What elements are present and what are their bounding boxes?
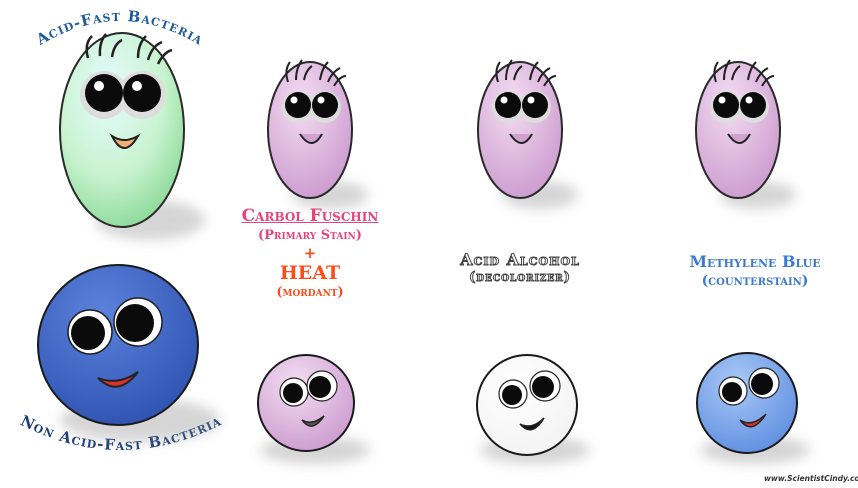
non-acid-fast-bacterium-initial [38,265,220,442]
methylene-blue-step-label: Methylene Blue (counterstain) [670,254,840,288]
decolorizer-role: (decolorizer) [420,271,620,285]
primary-stain-role: (Primary Stain) [230,229,390,243]
acid-fast-after-acid-alcohol [478,60,578,209]
carbol-fuschin-step-label: Carbol Fuschin (Primary Stain) + HEAT (m… [230,208,390,300]
non-acid-fast-after-methylene-blue [697,353,810,464]
acid-alcohol-step-label: Acid Alcohol (decolorizer) [420,252,620,284]
acid-alcohol-name: Acid Alcohol [420,252,620,269]
plus-sign: + [230,246,390,262]
non-acid-fast-after-carbol-fuschin [258,355,370,464]
carbol-fuschin-name: Carbol Fuschin [230,208,390,226]
acid-fast-after-methylene-blue [696,60,796,209]
credit-watermark: www.ScientistCindy.com [764,474,858,483]
counterstain-role: (counterstain) [670,274,840,289]
methylene-blue-name: Methylene Blue [670,254,840,271]
acid-fast-after-carbol-fuschin [268,60,368,209]
heat-label: HEAT [230,264,390,284]
mordant-role: (mordant) [230,286,390,300]
non-acid-fast-after-acid-alcohol [477,355,590,464]
acid-fast-bacterium-initial [60,33,205,240]
